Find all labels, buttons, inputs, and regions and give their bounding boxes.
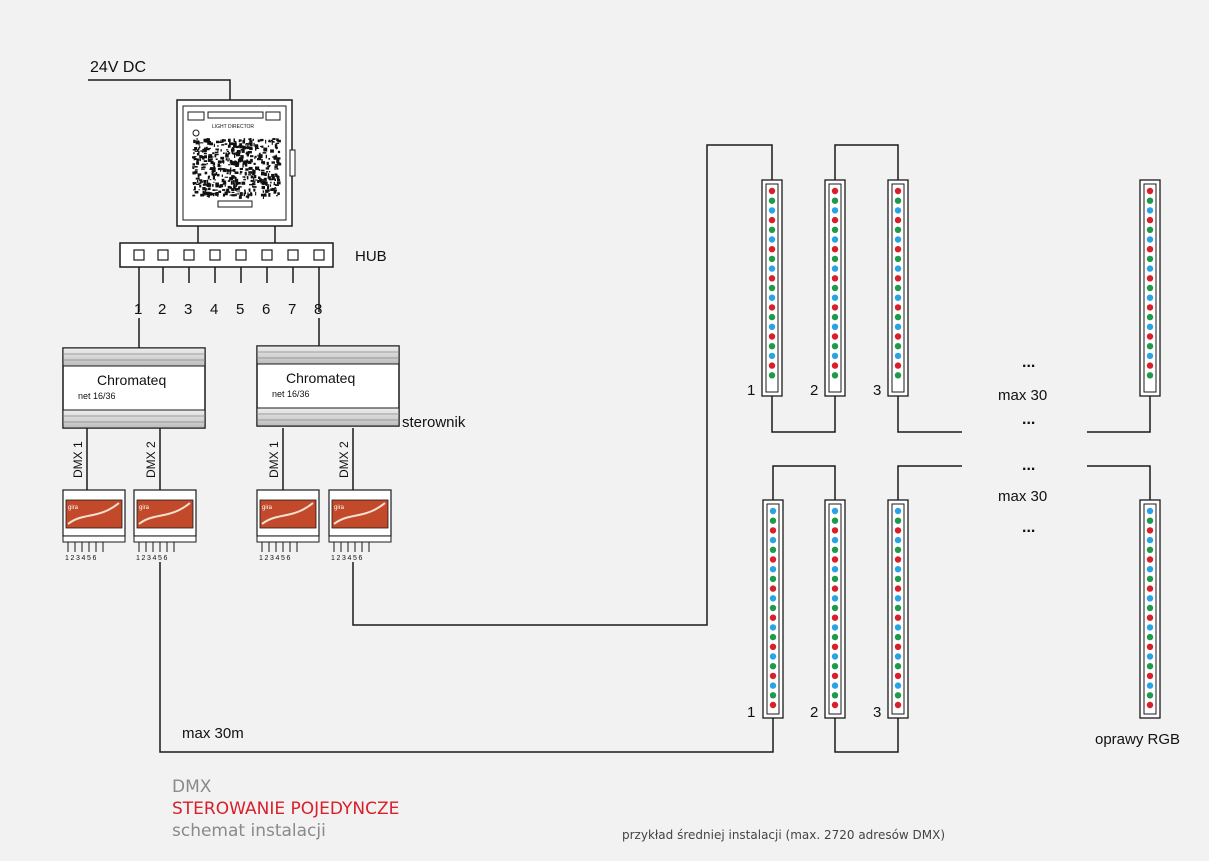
hub-port-number-8: 8 — [314, 301, 322, 318]
hub-port-2 — [157, 249, 169, 261]
hub-port-number-5: 5 — [236, 301, 244, 318]
decoder-brand: gira — [262, 505, 273, 511]
decoder-1: gira 123456 — [62, 489, 126, 562]
dmx-decoders: gira 123456 gira 123456 gira 123456 gira 123456 — [62, 489, 392, 562]
ellipsis-1: ... — [1022, 354, 1035, 371]
ellipsis-3: ... — [1022, 457, 1035, 474]
hub-port-7 — [287, 249, 299, 261]
hub-port-number-2: 2 — [158, 301, 166, 318]
power-label: 24V DC — [90, 59, 146, 76]
chromateq-2: Chromateq net 16/36 — [256, 345, 400, 427]
fixture-num-l2: 2 — [810, 704, 818, 721]
dmx-label-2b: DMX 2 — [337, 441, 351, 478]
sterownik-label: sterownik — [402, 414, 466, 431]
decoder-brand: gira — [334, 505, 345, 511]
fixture-num-u1: 1 — [747, 382, 755, 399]
fixture-lower-4 — [1139, 499, 1161, 719]
max30-upper: max 30 — [998, 387, 1047, 404]
controller-unit: LIGHT DIRECTOR — [176, 99, 296, 227]
fixture-lower-2 — [824, 499, 846, 719]
decoder-brand: gira — [139, 505, 150, 511]
decoder-terminal-numbers: 123456 — [65, 555, 98, 562]
ellipsis-2: ... — [1022, 411, 1035, 428]
caption-dmx: DMX — [172, 777, 212, 797]
rgb-fixtures — [761, 179, 1161, 719]
caption-subtitle: schemat instalacji — [172, 821, 326, 841]
fixture-upper-3 — [887, 179, 909, 397]
hub-port-number-1: 1 — [134, 301, 142, 318]
dmx-cable-lower — [159, 562, 774, 753]
hub-port-3 — [183, 249, 195, 261]
fixture-lower-1 — [762, 499, 784, 719]
hub-port-number-3: 3 — [184, 301, 192, 318]
dmx-label-1b: DMX 1 — [267, 441, 281, 478]
controller-label: LIGHT DIRECTOR — [212, 124, 254, 130]
cable-length-label: max 30m — [182, 725, 244, 742]
hub-label: HUB — [355, 248, 387, 265]
chromateq-2-name: Chromateq — [286, 370, 355, 386]
rgb-label: oprawy RGB — [1095, 731, 1180, 748]
decoder-4: gira 123456 — [328, 489, 392, 562]
fixture-lower-3 — [887, 499, 909, 719]
dmx-cable-upper — [352, 144, 773, 626]
hub-port-5 — [235, 249, 247, 261]
fixture-num-u3: 3 — [873, 382, 881, 399]
dmx-label-1a: DMX 1 — [71, 441, 85, 478]
hub-port-number-7: 7 — [288, 301, 296, 318]
fixture-num-l3: 3 — [873, 704, 881, 721]
decoder-brand: gira — [68, 505, 79, 511]
ellipsis-4: ... — [1022, 519, 1035, 536]
hub-port-8 — [313, 249, 325, 261]
decoder-terminal-numbers: 123456 — [331, 555, 364, 562]
decoder-terminal-numbers: 123456 — [136, 555, 169, 562]
fixture-upper-2 — [824, 179, 846, 397]
controller-display — [192, 138, 282, 199]
decoder-2: gira 123456 — [133, 489, 197, 562]
chromateq-2-model: net 16/36 — [272, 389, 310, 399]
hub-port-1 — [133, 249, 145, 261]
fixture-upper-4 — [1139, 179, 1161, 397]
decoder-3: gira 123456 — [256, 489, 320, 562]
dmx-label-2a: DMX 2 — [144, 441, 158, 478]
chromateq-1-name: Chromateq — [97, 372, 166, 388]
caption-note: przykład średniej instalacji (max. 2720 … — [622, 828, 946, 842]
hub-port-6 — [261, 249, 273, 261]
hub-port-number-4: 4 — [210, 301, 218, 318]
decoder-terminal-numbers: 123456 — [259, 555, 292, 562]
max30-lower: max 30 — [998, 488, 1047, 505]
fixture-num-u2: 2 — [810, 382, 818, 399]
hub-port-number-6: 6 — [262, 301, 270, 318]
wiring — [86, 79, 1151, 753]
power-cable — [88, 79, 231, 100]
fixture-num-l1: 1 — [747, 704, 755, 721]
hub: HUB — [119, 242, 387, 268]
chromateq-1-model: net 16/36 — [78, 391, 116, 401]
caption-title: STEROWANIE POJEDYNCZE — [172, 799, 400, 819]
fixture-upper-1 — [761, 179, 783, 397]
hub-port-4 — [209, 249, 221, 261]
chromateq-1: Chromateq net 16/36 — [62, 347, 206, 429]
